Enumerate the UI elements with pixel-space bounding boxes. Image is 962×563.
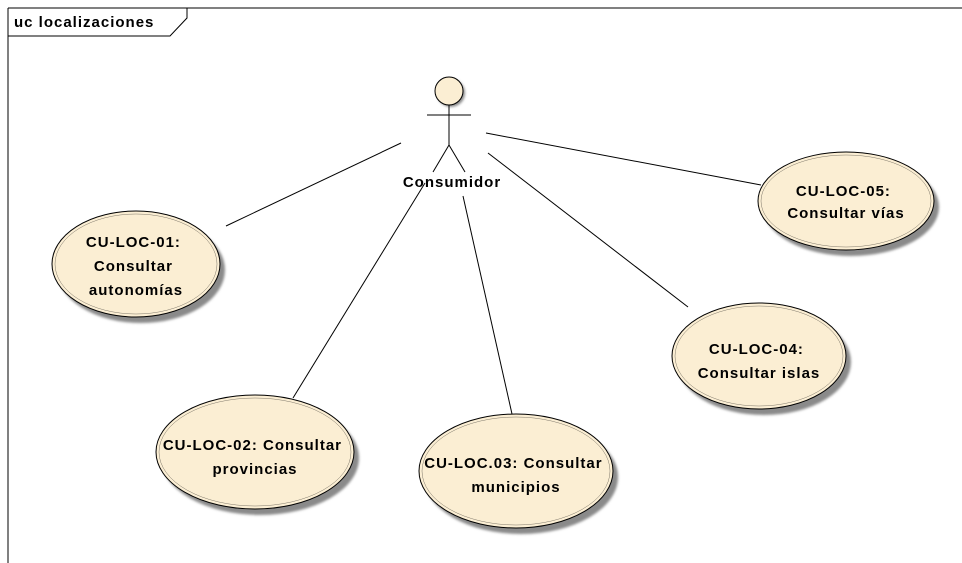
associations <box>225 132 762 415</box>
use-case-label: CU-LOC-04: Consultar islas <box>698 341 821 382</box>
use-case-consultar-islas[interactable]: CU-LOC-04: Consultar islas <box>671 302 851 415</box>
actor-stick-figure-icon <box>427 76 471 173</box>
use-case-label-line: Consultar vías <box>787 205 904 222</box>
use-case-label-line: CU-LOC-05: <box>796 183 891 200</box>
association-uc2[interactable] <box>292 182 426 399</box>
use-case-label: CU-LOC.03: Consultar municipios <box>424 455 608 496</box>
association-uc1[interactable] <box>225 142 402 227</box>
use-case-label: CU-LOC-02: Consultar provincias <box>163 437 347 478</box>
actor-name: Consumidor <box>403 174 501 191</box>
association-uc3[interactable] <box>462 195 513 415</box>
association-uc4[interactable] <box>487 152 689 308</box>
diagram-frame: uc localizaciones <box>7 7 962 563</box>
use-case-label: CU-LOC-05: Consultar vías <box>787 183 904 222</box>
actor-consumidor[interactable]: Consumidor <box>403 76 501 191</box>
use-case-consultar-autonomias[interactable]: CU-LOC-01: Consultar autonomías <box>51 210 225 323</box>
use-case-label-line: CU-LOC-01: <box>86 234 181 251</box>
use-case-label-line: CU-LOC-02: Consultar <box>163 437 342 454</box>
use-case-label-line: Consultar <box>94 258 173 275</box>
use-case-consultar-provincias[interactable]: CU-LOC-02: Consultar provincias <box>155 394 359 515</box>
use-case-label-line: CU-LOC-04: <box>709 341 804 358</box>
frame-title: uc localizaciones <box>14 14 154 31</box>
use-case-label-line: autonomías <box>89 282 183 299</box>
use-case-consultar-vias[interactable]: CU-LOC-05: Consultar vías <box>757 151 939 256</box>
use-case-label-line: Consultar islas <box>698 365 821 382</box>
use-case-consultar-municipios[interactable]: CU-LOC.03: Consultar municipios <box>418 413 618 534</box>
use-case-label-line: municipios <box>471 479 560 496</box>
use-case-label-line: CU-LOC.03: Consultar <box>424 455 602 472</box>
use-case-label: CU-LOC-01: Consultar autonomías <box>86 234 186 299</box>
association-uc5[interactable] <box>485 132 762 186</box>
use-case-label-line: provincias <box>212 461 297 478</box>
